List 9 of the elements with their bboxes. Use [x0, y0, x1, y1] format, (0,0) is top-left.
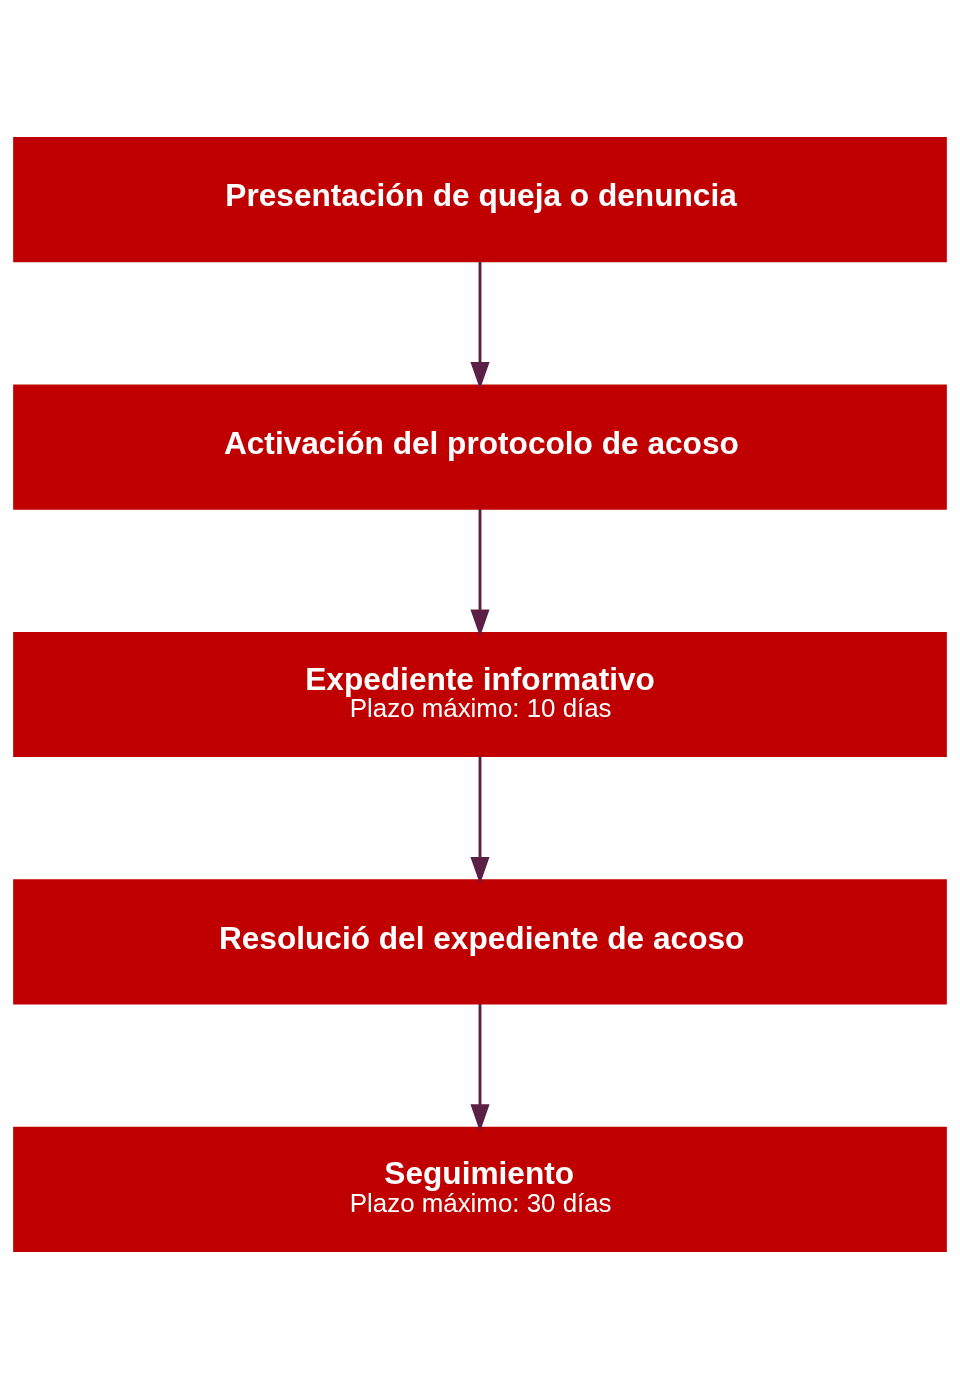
node-box: Seguimiento Plazo máximo: 30 días: [13, 1126, 947, 1252]
node-box: Resolució del expediente de acoso: [13, 879, 947, 1005]
node-box: Presentación de queja o denuncia: [13, 137, 947, 263]
node-box: Activación del protocolo de acoso: [13, 384, 947, 510]
arrow: [470, 756, 490, 885]
arrow: [470, 1003, 490, 1132]
arrow: [470, 508, 490, 637]
node-box: Expediente informativo Plazo máximo: 10 días: [13, 631, 947, 758]
arrow: [470, 261, 490, 390]
